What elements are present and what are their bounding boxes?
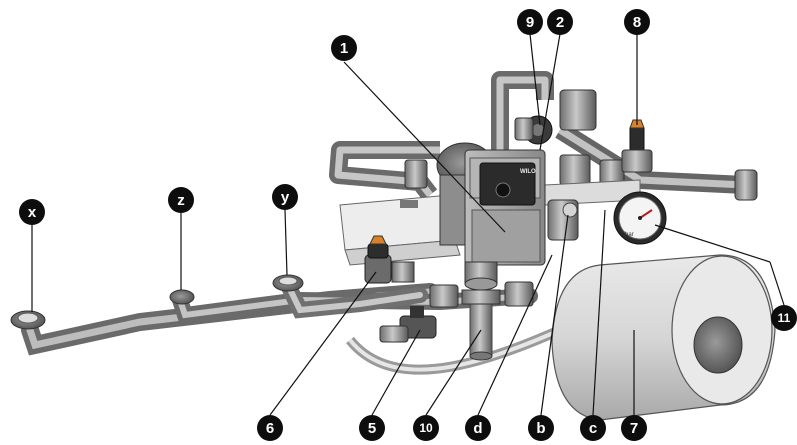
callout-6: 6 <box>257 415 283 441</box>
leader-lines <box>31 33 785 416</box>
pipework <box>21 71 746 375</box>
callout-11-label: 11 <box>778 311 791 325</box>
pressure-gauge: bar <box>613 191 667 245</box>
valve-5 <box>379 306 437 343</box>
vessel-valve-cap <box>693 316 743 374</box>
valve-6 <box>364 235 415 284</box>
component-9 <box>514 115 553 145</box>
pump-brand-label: WILO <box>520 169 536 175</box>
callout-b-label: b <box>536 420 545 437</box>
gauge-unit-label: bar <box>625 232 634 238</box>
callout-2-label: 2 <box>556 14 564 31</box>
callout-2: 2 <box>547 9 573 35</box>
callout-5-label: 5 <box>368 420 376 437</box>
pump-knob <box>495 182 511 198</box>
leader-y <box>284 209 288 276</box>
callout-9-label: 9 <box>526 14 534 31</box>
callout-9: 9 <box>517 9 543 35</box>
callout-10-label: 10 <box>419 421 433 435</box>
callout-6-label: 6 <box>266 420 274 437</box>
callout-y: y <box>272 184 298 210</box>
expansion-vessel <box>551 254 776 421</box>
pipe-fittings <box>10 89 758 330</box>
fitting-z <box>169 289 195 305</box>
callout-c: c <box>580 415 606 441</box>
callout-x: x <box>19 199 45 225</box>
callout-y-label: y <box>281 189 290 206</box>
callout-1: 1 <box>331 35 357 61</box>
callout-5: 5 <box>359 415 385 441</box>
callout-7-label: 7 <box>630 420 638 437</box>
air-vent-b <box>547 199 579 241</box>
leader-b <box>540 214 569 416</box>
callout-10: 10 <box>413 415 439 441</box>
callout-z: z <box>168 187 194 213</box>
fitting-right <box>734 169 758 201</box>
callout-d: d <box>465 415 491 441</box>
leader-10 <box>425 329 482 416</box>
callout-b: b <box>528 415 554 441</box>
leader-c <box>592 209 606 416</box>
leader-2 <box>539 33 561 151</box>
callout-1-label: 1 <box>340 40 348 57</box>
leader-5 <box>371 329 421 416</box>
leader-d <box>477 254 553 416</box>
pump-outlet-block <box>461 261 501 305</box>
callouts: 1 9 2 8 x z y 11 <box>19 9 797 441</box>
callout-7: 7 <box>621 415 647 441</box>
callout-x-label: x <box>28 204 37 221</box>
callout-z-label: z <box>177 192 185 209</box>
leader-6 <box>269 271 377 416</box>
callout-d-label: d <box>473 420 482 437</box>
callout-8: 8 <box>624 9 650 35</box>
leader-1 <box>343 61 506 233</box>
drain-tube <box>469 299 493 356</box>
valve-8 <box>621 119 653 173</box>
callout-8-label: 8 <box>633 14 641 31</box>
leader-9 <box>529 33 541 126</box>
leader-11 <box>769 261 785 306</box>
callout-c-label: c <box>589 420 597 437</box>
callout-11: 11 <box>771 305 797 331</box>
circulation-pump: WILO <box>436 142 546 266</box>
